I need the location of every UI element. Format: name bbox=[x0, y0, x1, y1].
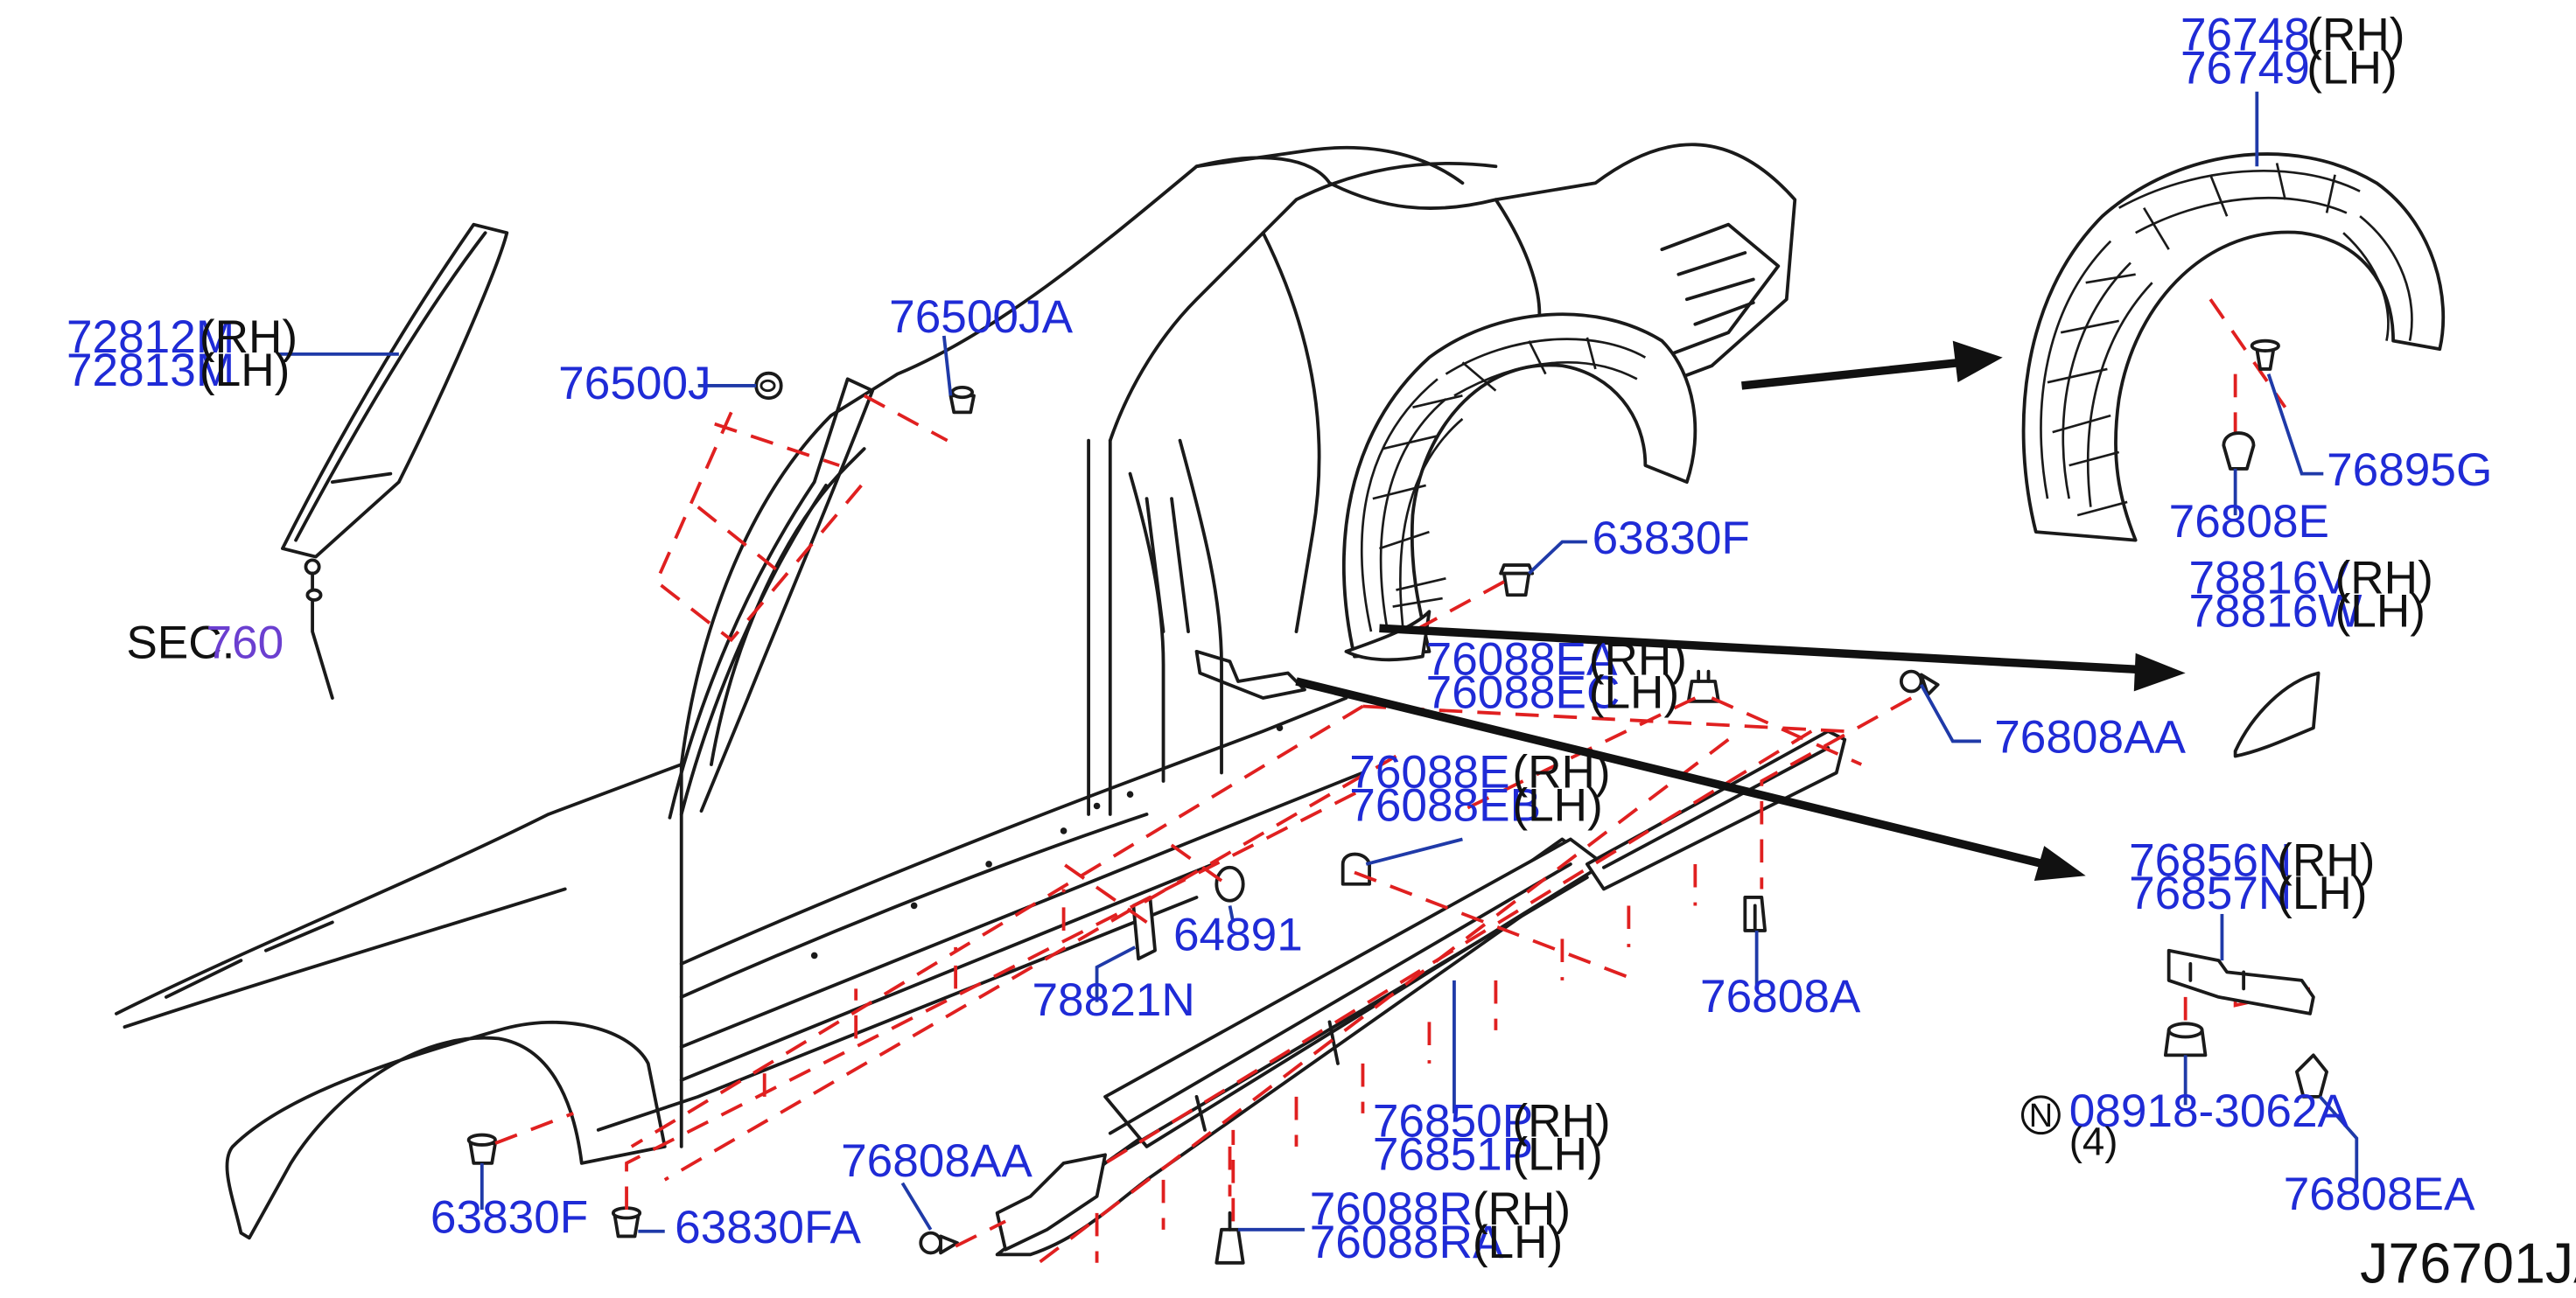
side-label: (RH) bbox=[1512, 1095, 1610, 1147]
part-number-label: 76088EA bbox=[1426, 633, 1618, 685]
part-number-label: 76088EB bbox=[1349, 780, 1541, 832]
side-label: (RH) bbox=[2306, 9, 2404, 60]
callout-08918: N 08918-3062A (4) bbox=[2020, 1085, 2349, 1163]
part-number-label: 76808EA bbox=[2284, 1169, 2475, 1220]
side-label: (LH) bbox=[1512, 1128, 1602, 1180]
part-number-label: 76749 bbox=[2180, 42, 2310, 94]
side-label: (LH) bbox=[200, 345, 290, 396]
part-number-label: 08918-3062A bbox=[2069, 1085, 2349, 1137]
side-sill-molding bbox=[995, 729, 1847, 1257]
part-number-label: 76808AA bbox=[841, 1135, 1032, 1187]
side-label: (LH) bbox=[2277, 868, 2367, 919]
roof-rail-molding bbox=[668, 377, 875, 820]
side-label: (RH) bbox=[2277, 834, 2375, 886]
callout-76088E: 76088E 76088EB (RH) (LH) bbox=[1349, 747, 1610, 832]
side-label: (RH) bbox=[2335, 552, 2433, 604]
callout-76850P: 76850P 76851P (RH) (LH) bbox=[1373, 1095, 1611, 1180]
part-number-label: 76857N bbox=[2129, 868, 2292, 919]
part-number-label: 76850P bbox=[1373, 1095, 1533, 1147]
part-number-label: 76088R bbox=[1310, 1183, 1473, 1235]
part-number-label: 76808AA bbox=[1994, 712, 2186, 764]
side-label: (RH) bbox=[1473, 1183, 1571, 1235]
part-number-label: 76088RA bbox=[1310, 1217, 1504, 1268]
side-label: (LH) bbox=[2306, 42, 2397, 94]
callout-76088R: 76088R 76088RA (RH) (LH) bbox=[1310, 1183, 1571, 1268]
side-label: (LH) bbox=[1512, 780, 1602, 832]
callout-78816V: 78816V 78816W (RH) (LH) bbox=[2188, 552, 2432, 637]
part-number-label: 76895G bbox=[2327, 444, 2492, 496]
part-number-label: 76808A bbox=[1700, 971, 1861, 1022]
part-number-label: 78816W bbox=[2188, 585, 2362, 637]
wheel-liner-installed bbox=[1342, 312, 1698, 662]
part-number-label: 72813M bbox=[66, 345, 234, 396]
part-number-label: 72812M bbox=[66, 311, 234, 363]
part-number-label: 76088EC bbox=[1426, 666, 1620, 718]
part-number-label: 63830FA bbox=[675, 1202, 861, 1253]
side-label: (RH) bbox=[1512, 747, 1610, 799]
fasteners bbox=[466, 371, 1940, 1265]
detail-arrows bbox=[1295, 340, 2186, 881]
part-number-label: 64891 bbox=[1173, 910, 1303, 961]
install-lines bbox=[494, 298, 2311, 1265]
side-label: (RH) bbox=[1589, 633, 1687, 685]
part-number-label: 76748 bbox=[2180, 9, 2310, 60]
part-number-label: 76500J bbox=[558, 358, 710, 409]
part-number-label: 78816V bbox=[2188, 552, 2349, 604]
side-label: (LH) bbox=[2335, 585, 2426, 637]
callout-76088EA: 76088EA 76088EC (RH) (LH) bbox=[1426, 633, 1687, 718]
sill-holes bbox=[810, 724, 1284, 960]
part-number-label: 63830F bbox=[1592, 513, 1750, 564]
part-number-label: 76851P bbox=[1373, 1128, 1533, 1180]
quantity-label: (4) bbox=[2069, 1119, 2118, 1163]
part-number-label: 76088E bbox=[1349, 747, 1509, 799]
part-number-label: 76856N bbox=[2129, 834, 2292, 886]
leader-lines bbox=[279, 91, 2359, 1233]
section-prefix: SEC. bbox=[126, 617, 234, 668]
part-number-label: 78821N bbox=[1032, 974, 1194, 1026]
body-side-panel bbox=[115, 143, 1797, 1240]
section-reference: SEC. 760 bbox=[126, 617, 284, 668]
nut-symbol-letter: N bbox=[2029, 1098, 2053, 1134]
a-pillar-garnish bbox=[280, 222, 509, 700]
detail-fasteners bbox=[2163, 338, 2328, 1099]
side-label: (LH) bbox=[1473, 1217, 1563, 1268]
nut-symbol-circle bbox=[2020, 1095, 2061, 1135]
diagram-id: J76701JA bbox=[2360, 1232, 2576, 1295]
callout-76748: 76748 76749 (RH) (LH) bbox=[2180, 9, 2405, 94]
section-number: 760 bbox=[206, 617, 284, 668]
callout-76856N: 76856N 76857N (RH) (LH) bbox=[2129, 834, 2375, 919]
part-number-label: 76808E bbox=[2169, 496, 2329, 548]
side-label: (LH) bbox=[1589, 666, 1679, 718]
part-number-label: 63830F bbox=[430, 1192, 588, 1244]
wheel-liner-detail bbox=[2021, 152, 2446, 542]
part-number-label: 76500JA bbox=[889, 291, 1073, 343]
side-label: (RH) bbox=[200, 311, 298, 363]
callout-72812: 72812M 72813M (RH) (LH) bbox=[66, 311, 298, 396]
